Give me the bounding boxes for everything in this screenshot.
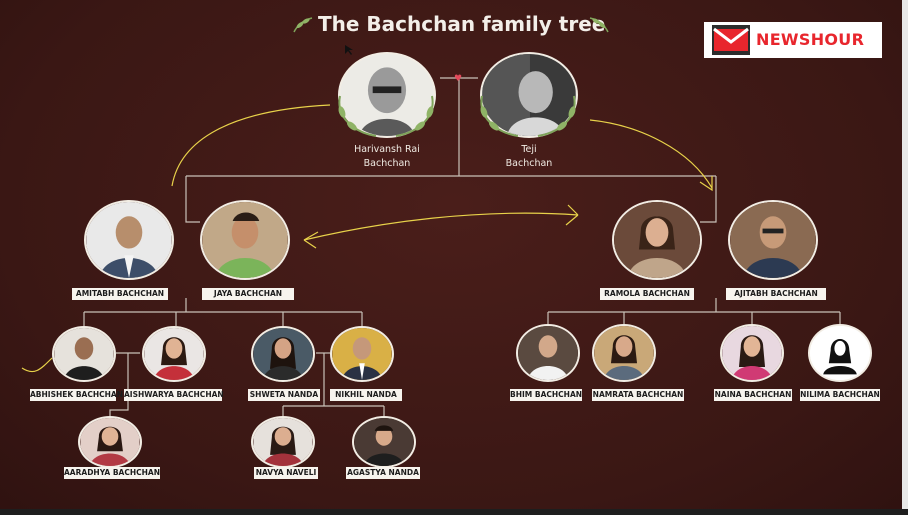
- person-silhouette-icon: [810, 326, 870, 380]
- laurel-icon: [480, 95, 576, 137]
- laurel-icon: [589, 17, 609, 33]
- label-agastya: AGASTYA NANDA: [346, 467, 420, 479]
- newshour-logo-icon: [712, 25, 750, 55]
- avatar-ajitabh: [728, 200, 818, 280]
- cursor-icon: [345, 45, 353, 55]
- avatar-namrata: [592, 324, 656, 382]
- logo-text: NEWSHOUR: [756, 30, 865, 49]
- avatar-ramola: [612, 200, 702, 280]
- label-nikhil: NIKHIL NANDA: [330, 389, 402, 401]
- avatar-amitabh: [84, 200, 174, 280]
- avatar-navya: [251, 416, 315, 468]
- name-last: Bachchan: [363, 158, 411, 169]
- name-harivansh: Harivansh Rai Bachchan: [338, 143, 436, 171]
- label-naina: NAINA BACHCHAN: [714, 389, 792, 401]
- avatar-shweta: [251, 326, 315, 382]
- avatar-abhishek: [52, 326, 116, 382]
- newshour-logo: NEWSHOUR: [704, 22, 882, 58]
- page-title: The Bachchan family tree: [318, 12, 606, 36]
- label-aishwarya: AISHWARYA BACHCHAN: [124, 389, 224, 401]
- avatar-agastya: [352, 416, 416, 468]
- avatar-nikhil: [330, 326, 394, 382]
- label-namrata: NAMRATA BACHCHAN: [592, 389, 684, 401]
- avatar-harivansh: [338, 52, 436, 138]
- avatar-jaya: [200, 200, 290, 280]
- label-amitabh: AMITABH BACHCHAN: [72, 288, 168, 300]
- label-ajitabh: AJITABH BACHCHAN: [726, 288, 826, 300]
- label-ramola: RAMOLA BACHCHAN: [600, 288, 694, 300]
- label-jaya: JAYA BACHCHAN: [202, 288, 294, 300]
- window-edge: [902, 0, 908, 515]
- window-edge-bottom: [0, 509, 908, 515]
- label-aaradhya: AARADHYA BACHCHAN: [64, 467, 160, 479]
- avatar-bhim: [516, 324, 580, 382]
- avatar-teji: [480, 52, 578, 138]
- avatar-aishwarya: [142, 326, 206, 382]
- label-abhishek: ABHISHEK BACHCHAN: [30, 389, 123, 401]
- label-navya: NAVYA NAVELI: [254, 467, 318, 479]
- label-shweta: SHWETA NANDA: [248, 389, 320, 401]
- name-last: Bachchan: [505, 158, 553, 169]
- avatar-nilima: [808, 324, 872, 382]
- label-nilima: NILIMA BACHCHAN: [800, 389, 880, 401]
- name-teji: Teji Bachchan: [480, 143, 578, 171]
- heart-icon: ♥: [454, 74, 463, 84]
- name-first: Harivansh Rai: [354, 144, 420, 155]
- label-bhim: BHIM BACHCHAN: [510, 389, 583, 401]
- avatar-aaradhya: [78, 416, 142, 468]
- laurel-icon: [338, 95, 434, 137]
- avatar-naina: [720, 324, 784, 382]
- name-first: Teji: [521, 144, 537, 155]
- laurel-icon: [293, 17, 313, 33]
